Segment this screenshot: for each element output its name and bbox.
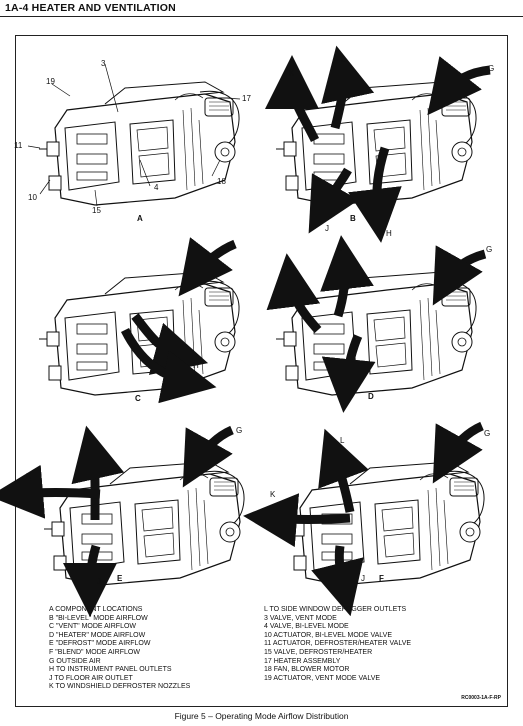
legend-item: 11 ACTUATOR, DEFROSTER/HEATER VALVE <box>264 640 412 648</box>
legend-item: B "BI-LEVEL" MODE AIRFLOW <box>49 614 148 622</box>
panel-label-d: D <box>368 392 374 401</box>
panel-c-drawing <box>38 237 240 404</box>
legend-item: 19 ACTUATOR, VENT MODE VALVE <box>264 674 381 682</box>
arrow-label-b-k: K <box>289 69 295 78</box>
legend-right: L TO SIDE WINDOW DEFOGGER OUTLETS 3 VALV… <box>264 606 411 683</box>
legend-item: 18 FAN, BLOWER MOTOR <box>264 666 350 674</box>
legend-item: J TO FLOOR AIR OUTLET <box>49 674 133 682</box>
legend-left: A COMPONENT LOCATIONS B "BI-LEVEL" MODE … <box>49 606 190 692</box>
legend-item: G OUTSIDE AIR <box>49 657 101 665</box>
callout-10: 10 <box>28 193 37 202</box>
panel-a-drawing <box>27 63 241 207</box>
callout-3: 3 <box>101 59 106 68</box>
panel-label-c: C <box>135 394 141 403</box>
legend-item: L TO SIDE WINDOW DEFOGGER OUTLETS <box>264 606 407 613</box>
panel-d-drawing <box>266 235 487 413</box>
panel-e-drawing <box>0 425 245 617</box>
arrow-label-f-l: L <box>340 436 345 445</box>
arrow-label-e-l: L <box>87 427 92 436</box>
page-header-title: 1A-4 HEATER AND VENTILATION <box>5 2 176 14</box>
callout-19: 19 <box>46 77 55 86</box>
legend-item: 10 ACTUATOR, BI-LEVEL MODE VALVE <box>264 631 392 639</box>
arrow-label-f-k: K <box>270 490 276 499</box>
arrow-label-d-k: K <box>286 261 292 270</box>
arrow-label-b-g: G <box>488 64 494 73</box>
figure-frame <box>15 35 508 707</box>
legend-item: 17 HEATER ASSEMBLY <box>264 657 341 665</box>
arrow-label-b-l: L <box>341 55 346 64</box>
callout-4: 4 <box>154 183 159 192</box>
legend-item: H TO INSTRUMENT PANEL OUTLETS <box>49 666 172 674</box>
callout-11: 11 <box>14 141 23 150</box>
panel-f-drawing <box>243 421 485 617</box>
arrow-label-f-j: J <box>361 574 365 583</box>
callout-18: 18 <box>217 177 226 186</box>
arrow-label-e-j: J <box>97 577 101 586</box>
callout-15: 15 <box>92 206 101 215</box>
legend-item: A COMPONENT LOCATIONS <box>49 606 143 613</box>
arrow-label-e-g: G <box>236 426 242 435</box>
panel-label-e: E <box>117 574 123 583</box>
callout-17: 17 <box>242 94 251 103</box>
arrow-label-b-h: H <box>386 229 392 238</box>
legend-item: E "DEFROST" MODE AIRFLOW <box>49 640 151 648</box>
header-rule <box>0 16 523 17</box>
panel-label-f: F <box>379 574 384 583</box>
legend-item: 4 VALVE, BI-LEVEL MODE <box>264 623 349 631</box>
panel-label-a: A <box>137 214 143 223</box>
legend-item: 15 VALVE, DEFROSTER/HEATER <box>264 648 373 656</box>
figure-caption: Figure 5 – Operating Mode Airflow Distri… <box>174 711 349 721</box>
arrow-label-d-g: G <box>486 245 492 254</box>
arrow-label-c-h: H <box>193 361 199 370</box>
arrow-label-f-g: G <box>484 429 490 438</box>
legend-item: K TO WINDSHIELD DEFROSTER NOZZLES <box>49 683 191 691</box>
panel-b-drawing <box>265 45 491 243</box>
arrow-label-c-g: G <box>227 243 233 252</box>
legend-item: F "BLEND" MODE AIRFLOW <box>49 648 140 656</box>
legend-item: C "VENT" MODE AIRFLOW <box>49 623 137 631</box>
arrow-label-b-j: J <box>325 224 329 233</box>
arrow-label-e-k: K <box>26 472 32 481</box>
legend-item: 3 VALVE, VENT MODE <box>264 614 337 622</box>
reference-code: RC0003-1A-F-RP <box>461 695 501 701</box>
legend-item: D "HEATER" MODE AIRFLOW <box>49 631 146 639</box>
panel-label-b: B <box>350 214 356 223</box>
arrow-label-d-l: L <box>337 244 342 253</box>
